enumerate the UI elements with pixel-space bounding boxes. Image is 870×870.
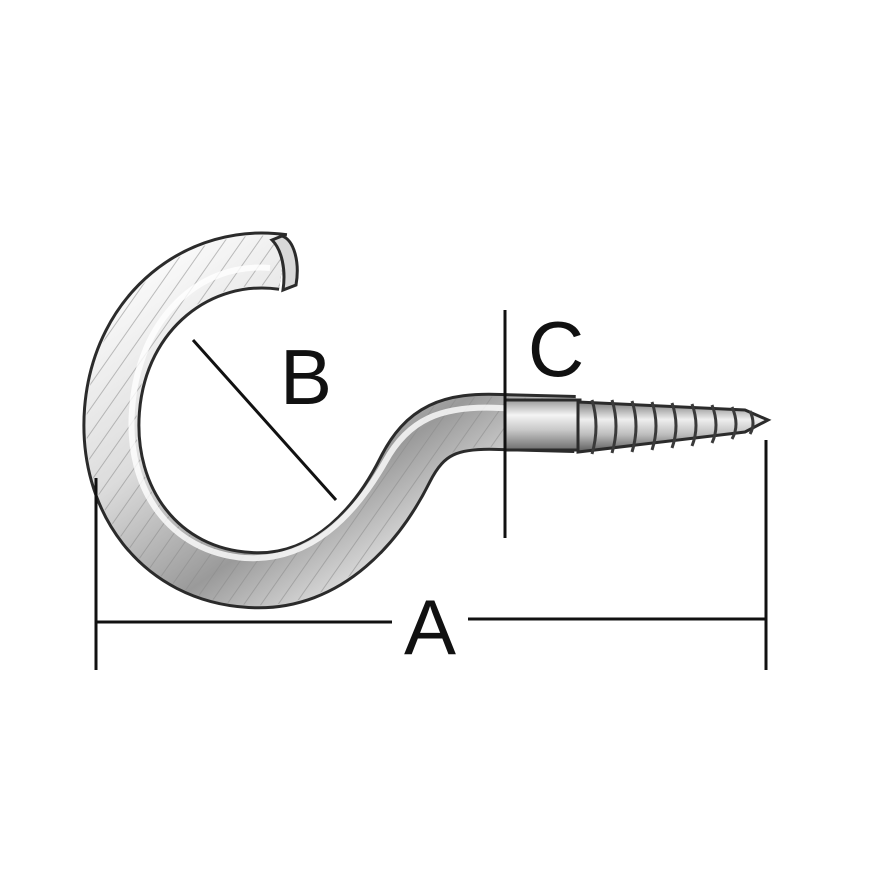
shank-collar — [503, 398, 582, 452]
dimension-c-label: C — [528, 305, 584, 393]
hook-knurl — [86, 235, 576, 606]
dimension-lines — [94, 310, 768, 670]
screw-thread — [576, 399, 772, 455]
dimension-b-label: B — [280, 333, 332, 421]
dimension-b-line — [191, 339, 338, 501]
hook-body — [82, 231, 576, 610]
hook-tip — [269, 234, 299, 293]
dimension-a-label: A — [404, 583, 456, 671]
hook-highlight — [128, 264, 576, 562]
